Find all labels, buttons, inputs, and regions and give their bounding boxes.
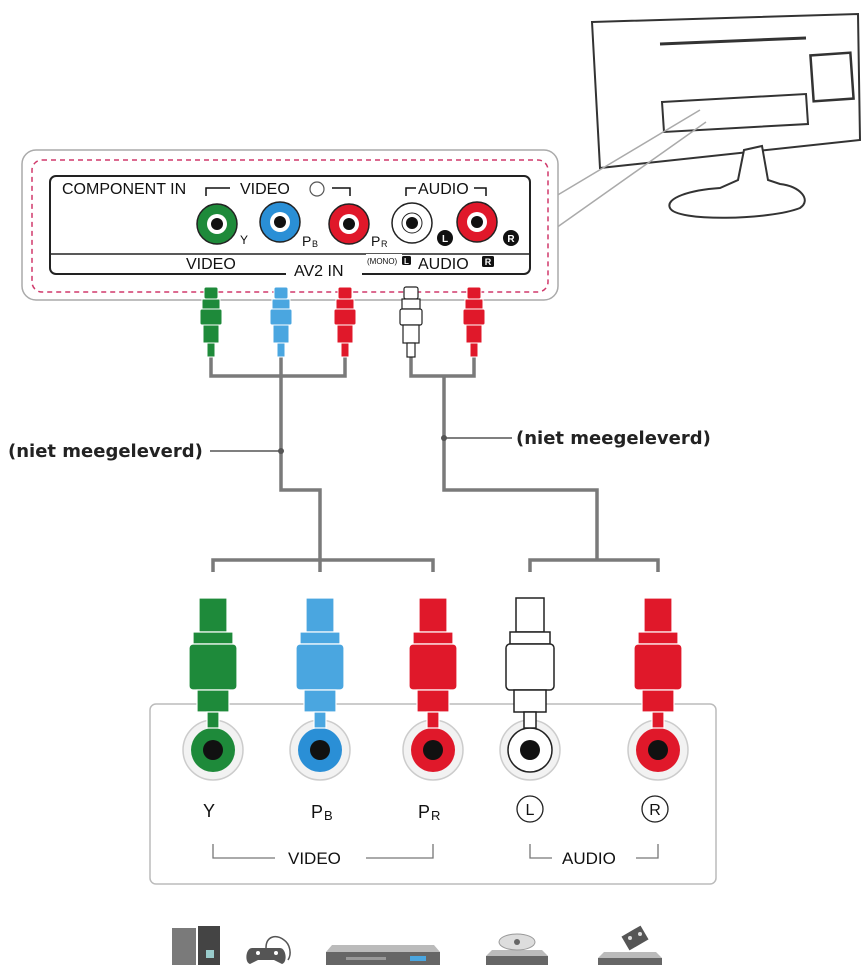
gamepad-icon: [246, 935, 291, 964]
tv-pb-label: P: [302, 233, 311, 249]
device-jack-audio-r[interactable]: [627, 719, 689, 781]
device-pr-label: P: [418, 802, 430, 822]
tv-audio-l-badge-label: L: [404, 257, 409, 266]
tv-audio-r-badge-icon: [482, 256, 494, 267]
cables: [209, 356, 660, 572]
device-pb-sub: B: [324, 808, 333, 823]
tv-input-panel: COMPONENT IN VIDEO AUDIO: [21, 149, 559, 301]
audio-bracket-label: AUDIO: [418, 181, 469, 198]
device-video-label: VIDEO: [288, 849, 341, 868]
tv-r-badge-icon: [503, 230, 519, 246]
device-jack-pb[interactable]: [289, 719, 351, 781]
audio-cable-label: (niet meegeleverd): [516, 428, 711, 449]
tv-monitor-icon: [590, 12, 862, 219]
device-pr-sub: R: [431, 808, 440, 823]
vcr-icon: [598, 925, 662, 965]
video-bracket-label: VIDEO: [240, 181, 290, 198]
tv-audio-l-badge-icon: [402, 256, 411, 265]
tv-l-badge-icon: [437, 230, 453, 246]
tv-jack-pb[interactable]: [259, 201, 301, 243]
tv-y-label: Y: [240, 233, 248, 247]
device-output-panel: Y P B P R L R VIDEO AUDIO: [149, 703, 717, 885]
component-in-label: COMPONENT IN: [62, 181, 186, 198]
device-jack-pr[interactable]: [402, 719, 464, 781]
dvd-player-icon: [326, 945, 440, 965]
tv-av2in-label: AV2 IN: [294, 263, 344, 280]
tv-pr-sub: R: [381, 239, 388, 249]
device-jack-audio-l[interactable]: [499, 719, 561, 781]
tv-l-badge-label: L: [442, 234, 448, 245]
tv-pr-label: P: [371, 233, 380, 249]
disc-player-icon: [486, 933, 548, 965]
device-r-label: R: [649, 802, 661, 819]
tv-jack-y[interactable]: [196, 203, 238, 245]
tv-jack-audio-r[interactable]: [456, 201, 498, 243]
tv-audio-r-badge-label: R: [485, 257, 492, 267]
tv-mono-label: (MONO): [367, 257, 398, 266]
device-audio-label: AUDIO: [562, 849, 616, 868]
device-y-label: Y: [203, 801, 215, 821]
tv-video-label: VIDEO: [186, 256, 236, 273]
tv-audio-label: AUDIO: [418, 256, 469, 273]
video-cable-label: (niet meegeleverd): [8, 441, 203, 462]
device-pb-label: P: [311, 802, 323, 822]
tv-jack-audio-l[interactable]: [391, 202, 433, 244]
tv-jack-pr[interactable]: [328, 203, 370, 245]
device-l-label: L: [526, 802, 535, 819]
tv-r-badge-label: R: [507, 234, 515, 245]
device-jack-y[interactable]: [182, 719, 244, 781]
tv-pb-sub: B: [312, 239, 318, 249]
pc-console-icon: [172, 926, 220, 965]
